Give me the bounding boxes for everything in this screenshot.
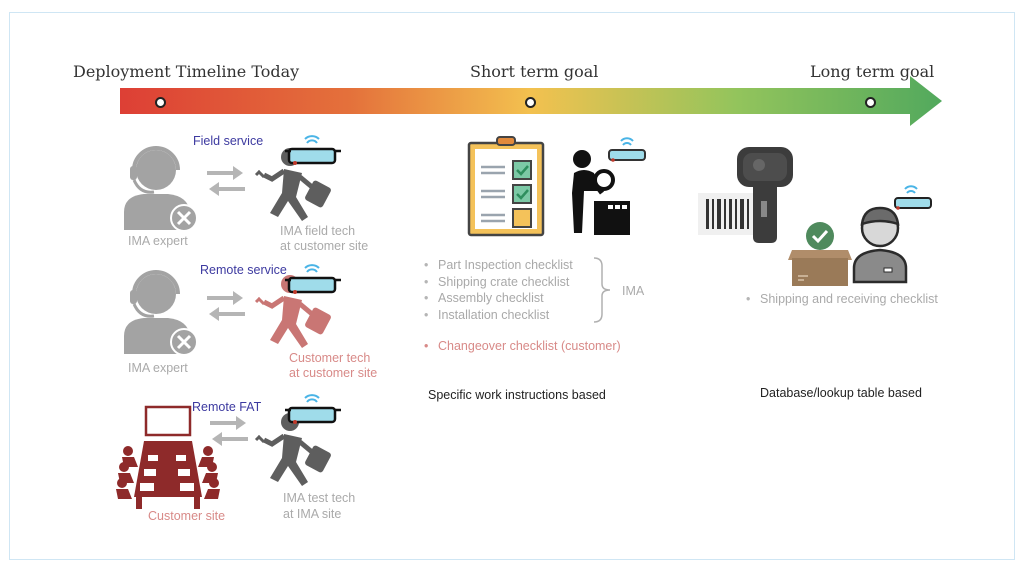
customer-checklist-label: Changeover checklist (customer) [438,339,621,353]
test-tech-running-icon [254,413,331,486]
customer-checklist-item: •Changeover checklist (customer) [424,339,621,353]
long-term-basis: Database/lookup table based [760,386,922,400]
scenario-left-label: Customer site [148,509,226,523]
scenario-right-label-1: IMA field tech [280,224,356,238]
timeline-label-today: Deployment Timeline Today [73,62,300,81]
exchange-arrows-icon [207,166,245,196]
scenario-right-label-2: at customer site [280,239,369,253]
conference-room-icon [116,405,220,509]
short-term-basis: Specific work instructions based [428,388,606,402]
long-term-checklist-item: •Shipping and receiving checklist [746,292,938,306]
package-received-icon [788,222,852,286]
warehouse-worker-icon [852,206,908,284]
brace-bracket [593,257,611,323]
inspector-with-magnifier-icon [572,150,630,235]
smart-glasses-icon [285,135,341,165]
scenario-left-label: IMA expert [128,234,188,248]
field-tech-running-icon [254,148,331,221]
checklist-item: Assembly checklist [424,290,573,307]
scenario-title: Remote FAT [192,400,262,414]
scenario-right-label-2: at customer site [289,366,378,380]
checklist-item: Part Inspection checklist [424,257,573,274]
timeline-label-short-term: Short term goal [470,62,599,81]
barcode-scanner-icon [737,147,793,243]
milestone-dot-long-term [865,97,876,108]
exchange-arrows-icon [210,416,248,446]
support-agent-icon [124,146,198,232]
scenario-right-label-2: at IMA site [283,507,342,521]
long-term-checklist-label: Shipping and receiving checklist [760,292,938,306]
exchange-arrows-icon [207,291,245,321]
scenario-title: Remote service [200,263,287,277]
smart-glasses-icon [608,137,646,162]
support-agent-icon [124,270,198,356]
checklist-clipboard-icon [467,136,545,237]
ima-checklist-list: Part Inspection checklist Shipping crate… [424,257,573,323]
scenario-title: Field service [193,134,264,148]
smart-glasses-icon [285,264,341,294]
group-label-ima: IMA [622,284,645,298]
timeline-label-long-term: Long term goal [810,62,935,81]
scenario-right-label-1: Customer tech [289,351,371,365]
scenario-left-label: IMA expert [128,361,188,375]
scenario-right-label-1: IMA test tech [283,491,356,505]
barcode-icon [698,193,758,235]
smart-glasses-icon [894,185,932,210]
milestone-dot-today [155,97,166,108]
checklist-item: Installation checklist [424,307,573,324]
smart-glasses-icon [285,394,341,424]
checklist-item: Shipping crate checklist [424,274,573,291]
milestone-dot-short-term [525,97,536,108]
customer-tech-running-icon [254,275,331,348]
